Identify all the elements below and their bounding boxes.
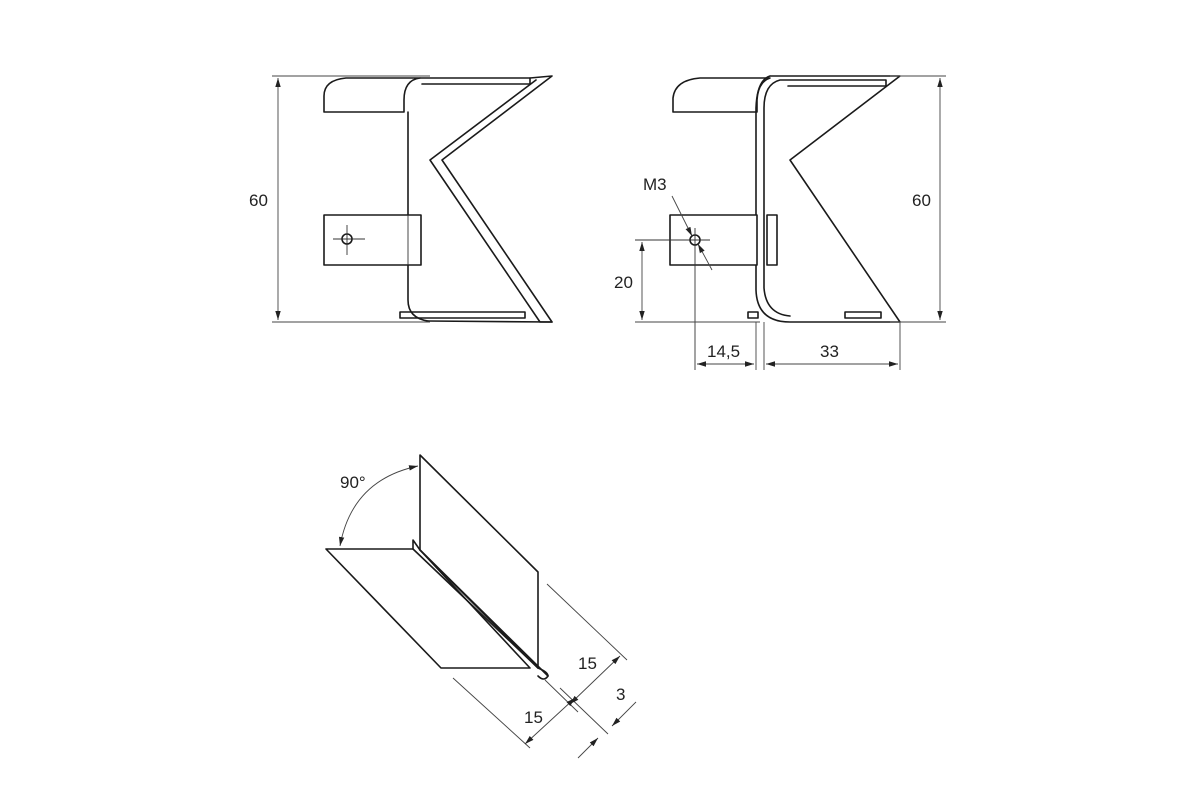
iso-vertical-flange: [419, 454, 539, 669]
iso-view: 90° 15 3 15: [325, 454, 637, 759]
depth-label: 33: [820, 342, 839, 361]
front-back-plate: [407, 111, 429, 322]
angle-label: 90°: [340, 473, 366, 492]
side-view: M3 20 60 14,5 33: [614, 75, 946, 370]
front-clamp-block: [323, 214, 422, 266]
iso-horizontal-flange: [325, 539, 531, 669]
angle-arc: [338, 465, 419, 547]
front-top-cap: [323, 77, 421, 113]
thickness-label: 3: [616, 685, 625, 704]
leg-b-label: 15: [524, 708, 543, 727]
front-bottom-foot: [399, 311, 526, 319]
front-view: 60: [249, 75, 553, 323]
hole-height-label: 20: [614, 273, 633, 292]
front-height-label: 60: [249, 191, 268, 210]
thickness-dim: [611, 701, 637, 727]
front-zigzag-arm: [429, 75, 553, 323]
leg-a-label: 15: [578, 654, 597, 673]
thread-leader: [671, 195, 693, 237]
leg-b-dim: [524, 697, 576, 745]
thread-label: M3: [643, 175, 667, 194]
side-body: [755, 75, 901, 323]
hole-offset-label: 14,5: [707, 342, 740, 361]
leg-a-dim: [569, 655, 621, 705]
side-height-label: 60: [912, 191, 931, 210]
